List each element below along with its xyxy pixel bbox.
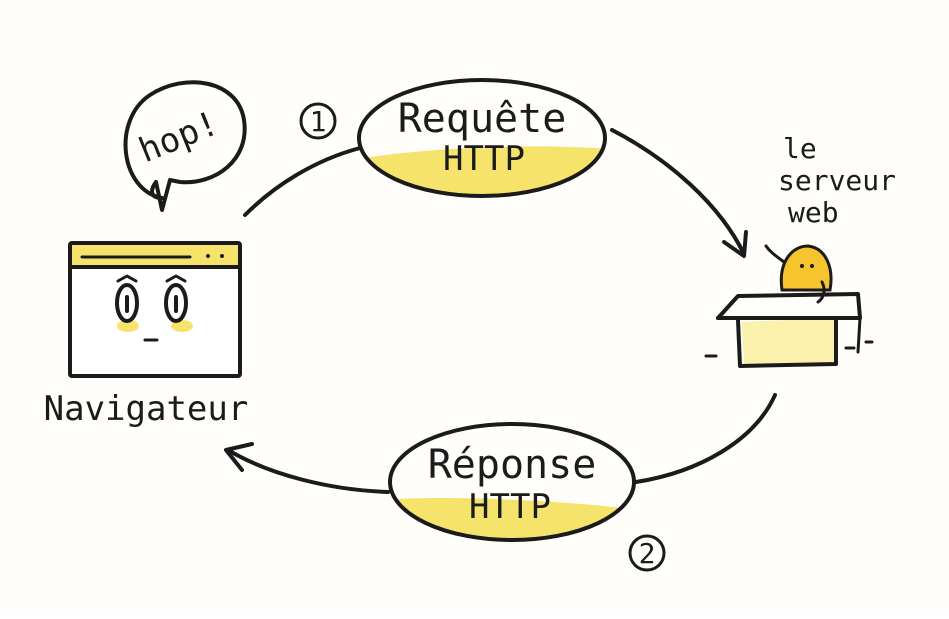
response-line1: Réponse bbox=[428, 442, 597, 488]
request-number: 1 bbox=[310, 105, 327, 138]
response-number: 2 bbox=[639, 537, 656, 570]
response-line2: HTTP bbox=[469, 487, 551, 527]
browser-label: Navigateur bbox=[44, 389, 249, 429]
server-label-line1: le bbox=[783, 132, 817, 165]
server-label-line2: serveur bbox=[778, 164, 896, 197]
server-label-line3: web bbox=[788, 196, 839, 229]
request-number-badge: 1 bbox=[299, 102, 337, 140]
server-desk-icon bbox=[704, 292, 874, 368]
arrow-server-to-response bbox=[634, 393, 777, 484]
browser-window-icon bbox=[68, 241, 242, 378]
arrow-browser-to-request bbox=[243, 146, 362, 217]
request-line2: HTTP bbox=[443, 139, 525, 179]
server-label: le serveur web bbox=[778, 132, 896, 229]
arrow-request-to-server bbox=[610, 128, 746, 256]
request-ellipse: Requête HTTP bbox=[357, 78, 607, 198]
response-number-badge: 2 bbox=[628, 534, 666, 572]
arrow-request-to-server-head bbox=[722, 230, 748, 258]
arrow-response-to-browser-head bbox=[224, 442, 254, 472]
speech-text: hop! bbox=[133, 103, 224, 171]
response-ellipse: Réponse HTTP bbox=[388, 422, 636, 542]
arrow-response-to-browser bbox=[226, 448, 390, 494]
speech-bubble: hop! bbox=[123, 80, 247, 212]
request-line1: Requête bbox=[398, 96, 567, 142]
